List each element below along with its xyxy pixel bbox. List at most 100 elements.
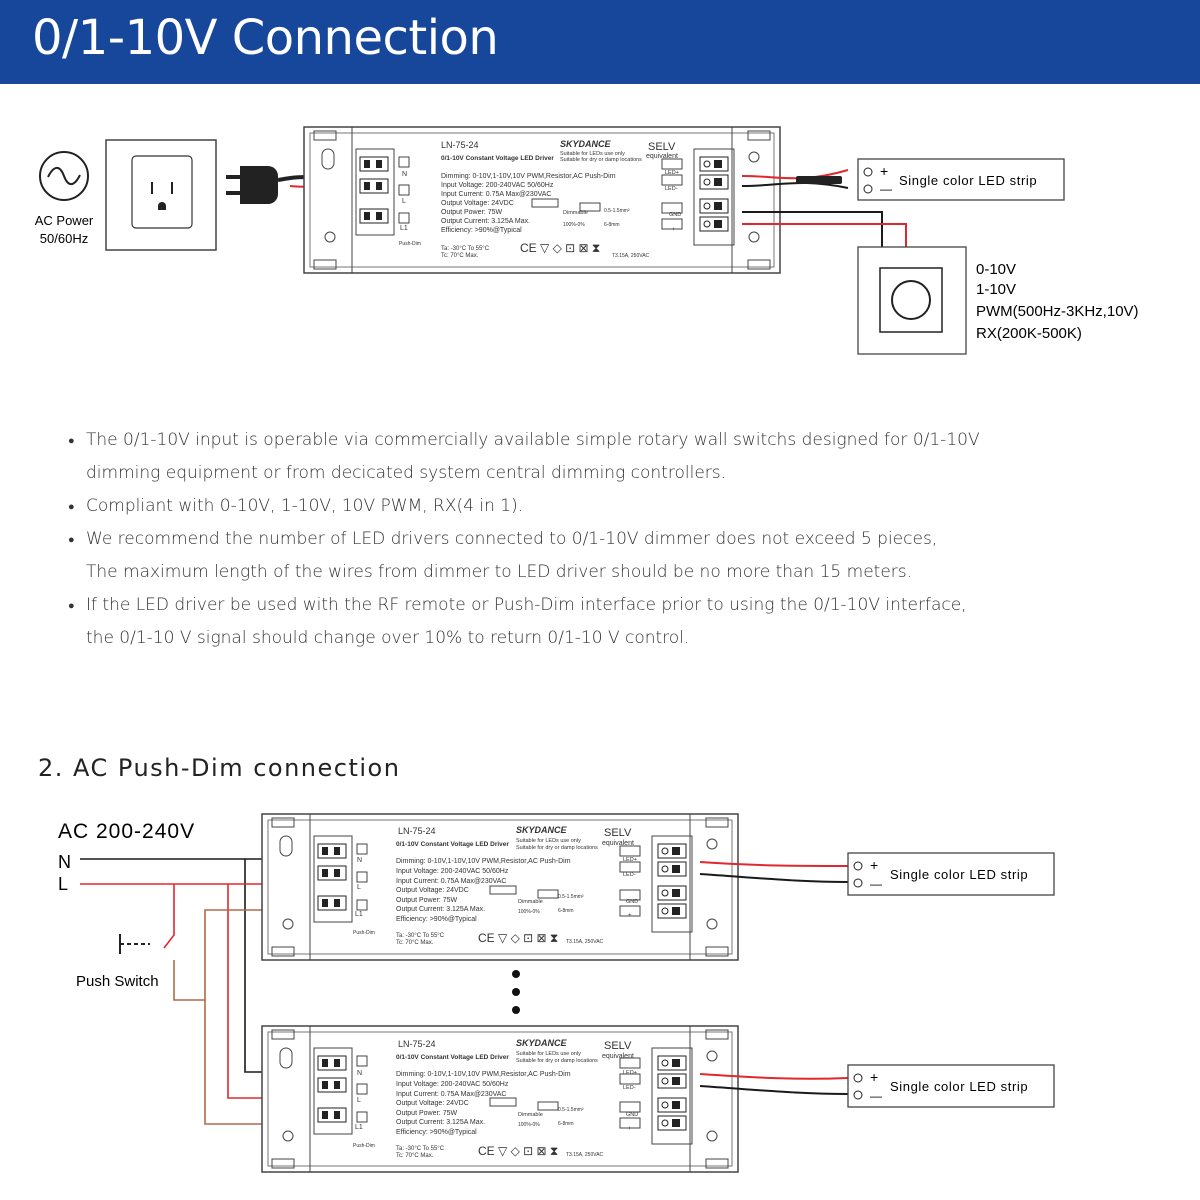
strip-1-minus: —	[880, 182, 892, 196]
strip-2-label: Single color LED strip	[890, 867, 1028, 882]
strip-3-minus: —	[870, 1089, 882, 1103]
svg-text:Dimmable: Dimmable	[563, 210, 588, 216]
svg-text:L1: L1	[400, 225, 408, 232]
ac-power-icon	[39, 151, 89, 201]
svg-text:Dimmable: Dimmable	[518, 1112, 543, 1118]
continuation-dot	[512, 1006, 520, 1014]
svg-text:Suitable for dry or damp locat: Suitable for dry or damp locations	[516, 1058, 598, 1064]
continuation-dot	[512, 988, 520, 996]
led-strip-1	[857, 158, 1065, 201]
svg-text:LED-: LED-	[623, 1085, 636, 1091]
neutral-label: N	[58, 852, 71, 872]
svg-text:Output Current: 3.125A Max.: Output Current: 3.125A Max.	[396, 906, 485, 913]
svg-text:Dimming: 0-10V,1-10V,10V PWM,R: Dimming: 0-10V,1-10V,10V PWM,Resistor,AC…	[441, 173, 616, 180]
svg-text:Suitable for LEDs use only: Suitable for LEDs use only	[560, 151, 625, 157]
bullet-item: The 0/1-10V input is operable via commer…	[68, 424, 1068, 490]
svg-text:6-8mm: 6-8mm	[604, 222, 620, 228]
svg-text:Ta: -30°C To 55°C: Ta: -30°C To 55°C	[396, 1146, 445, 1152]
svg-text:N: N	[357, 1070, 362, 1077]
bullet-item: We recommend the number of LED drivers c…	[68, 523, 1068, 589]
strip-1-plus: +	[880, 163, 888, 179]
svg-text:+: +	[672, 227, 676, 233]
page-title: 0/1-10V Connection	[32, 10, 499, 66]
svg-text:equivalent: equivalent	[602, 1053, 634, 1060]
dimmer-mode-1-10v: 1-10V	[976, 281, 1016, 298]
svg-text:L1: L1	[355, 1124, 363, 1131]
strip-2-minus: —	[870, 877, 882, 891]
svg-text:100%-0%: 100%-0%	[563, 222, 585, 228]
svg-text:L1: L1	[355, 911, 363, 918]
svg-text:Input Voltage: 200-240VAC 50/6: Input Voltage: 200-240VAC 50/60Hz	[441, 182, 554, 189]
wall-outlet-icon	[105, 139, 217, 251]
svg-text:GND: GND	[626, 1112, 638, 1118]
svg-text:equivalent: equivalent	[602, 840, 634, 847]
svg-text:L: L	[357, 1097, 361, 1104]
svg-text:0/1-10V Constant Voltage LED D: 0/1-10V Constant Voltage LED Driver	[396, 841, 509, 848]
svg-text:LED-: LED-	[623, 872, 636, 878]
ac-power-label: AC Power	[35, 213, 94, 228]
svg-text:SELV: SELV	[604, 827, 632, 839]
strip-3-plus: +	[870, 1069, 878, 1085]
svg-text:T3.15A, 250VAC: T3.15A, 250VAC	[566, 1152, 604, 1158]
svg-text:6-8mm: 6-8mm	[558, 908, 574, 914]
bullet-item: Compliant with 0-10V, 1-10V, 10V PWM, RX…	[68, 490, 1068, 523]
svg-text:Output Voltage: 24VDC: Output Voltage: 24VDC	[441, 200, 514, 207]
svg-text:Input Voltage: 200-240VAC 50/6: Input Voltage: 200-240VAC 50/60Hz	[396, 1081, 509, 1088]
svg-text:6-8mm: 6-8mm	[558, 1121, 574, 1127]
svg-text:Output Voltage: 24VDC: Output Voltage: 24VDC	[396, 1100, 469, 1107]
svg-text:Input Current: 0.75A Max@230VA: Input Current: 0.75A Max@230VAC	[396, 878, 506, 885]
svg-text:SELV: SELV	[648, 141, 676, 153]
svg-text:100%-0%: 100%-0%	[518, 909, 540, 915]
driver-3-labels: LN-75-24 0/1-10V Constant Voltage LED Dr…	[353, 1038, 638, 1159]
section-2-title: 2. AC Push-Dim connection	[38, 754, 401, 782]
bullet-3-line-2: The maximum length of the wires from dim…	[86, 562, 913, 582]
dimmer-mode-rx: RX(200K-500K)	[976, 325, 1082, 342]
bullet-4-line-1: If the LED driver be used with the RF re…	[86, 595, 967, 615]
driver-2-labels: LN-75-24 0/1-10V Constant Voltage LED Dr…	[353, 825, 638, 946]
continuation-dot	[512, 970, 520, 978]
svg-text:SKYDANCE: SKYDANCE	[516, 1038, 568, 1048]
svg-text:Output Power: 75W: Output Power: 75W	[396, 897, 457, 904]
led-strip-2	[847, 852, 1055, 896]
svg-text:CE ▽ ◇ ⊡ ⊠ ⧗: CE ▽ ◇ ⊡ ⊠ ⧗	[520, 241, 600, 255]
svg-text:Push-Dim: Push-Dim	[353, 1143, 375, 1149]
svg-text:T3.15A, 250VAC: T3.15A, 250VAC	[612, 253, 650, 259]
svg-text:LED+: LED+	[665, 170, 679, 176]
svg-text:Dimming: 0-10V,1-10V,10V PWM,R: Dimming: 0-10V,1-10V,10V PWM,Resistor,AC…	[396, 1071, 571, 1078]
feature-bullet-list: The 0/1-10V input is operable via commer…	[68, 424, 1068, 655]
svg-text:+: +	[628, 913, 632, 919]
svg-text:Efficiency: >90%@Typical: Efficiency: >90%@Typical	[396, 1129, 477, 1136]
strip-2-plus: +	[870, 857, 878, 873]
svg-text:LN-75-24: LN-75-24	[398, 1039, 436, 1049]
svg-text:Ta: -30°C To 55°C: Ta: -30°C To 55°C	[396, 933, 445, 939]
strip-1-label: Single color LED strip	[899, 173, 1037, 188]
svg-text:GND: GND	[626, 899, 638, 905]
bullet-2-line-1: Compliant with 0-10V, 1-10V, 10V PWM, RX…	[86, 496, 524, 516]
svg-text:L: L	[402, 198, 406, 205]
svg-text:N: N	[402, 171, 407, 178]
svg-text:Ta: -30°C To 55°C: Ta: -30°C To 55°C	[441, 246, 490, 252]
svg-text:Suitable for dry or damp locat: Suitable for dry or damp locations	[560, 157, 642, 163]
svg-text:Push-Dim: Push-Dim	[399, 241, 421, 247]
svg-text:Output Current: 3.125A Max.: Output Current: 3.125A Max.	[441, 218, 530, 225]
svg-text:Dimmable: Dimmable	[518, 899, 543, 905]
svg-text:100%-0%: 100%-0%	[518, 1122, 540, 1128]
svg-text:Suitable for LEDs use only: Suitable for LEDs use only	[516, 838, 581, 844]
dimmer-mode-pwm: PWM(500Hz-3KHz,10V)	[976, 303, 1139, 320]
svg-text:Suitable for LEDs use only: Suitable for LEDs use only	[516, 1051, 581, 1057]
svg-text:Tc: 70°C Max.: Tc: 70°C Max.	[396, 1153, 434, 1159]
svg-text:0.5-1.5mm²: 0.5-1.5mm²	[558, 894, 584, 900]
svg-text:N: N	[357, 857, 362, 864]
svg-text:equivalent: equivalent	[646, 153, 678, 160]
ac-power-frequency: 50/60Hz	[40, 231, 88, 246]
svg-text:CE ▽ ◇ ⊡ ⊠ ⧗: CE ▽ ◇ ⊡ ⊠ ⧗	[478, 1144, 558, 1158]
svg-text:0/1-10V Constant Voltage LED D: 0/1-10V Constant Voltage LED Driver	[396, 1054, 509, 1061]
ac-voltage-label: AC 200-240V	[58, 820, 195, 843]
svg-text:Tc: 70°C Max.: Tc: 70°C Max.	[441, 253, 479, 259]
bullet-1-line-1: The 0/1-10V input is operable via commer…	[86, 430, 980, 450]
svg-text:SELV: SELV	[604, 1040, 632, 1052]
svg-text:Input Current: 0.75A Max@230VA: Input Current: 0.75A Max@230VAC	[441, 191, 551, 198]
svg-text:LED+: LED+	[623, 857, 637, 863]
line-label: L	[58, 874, 68, 894]
